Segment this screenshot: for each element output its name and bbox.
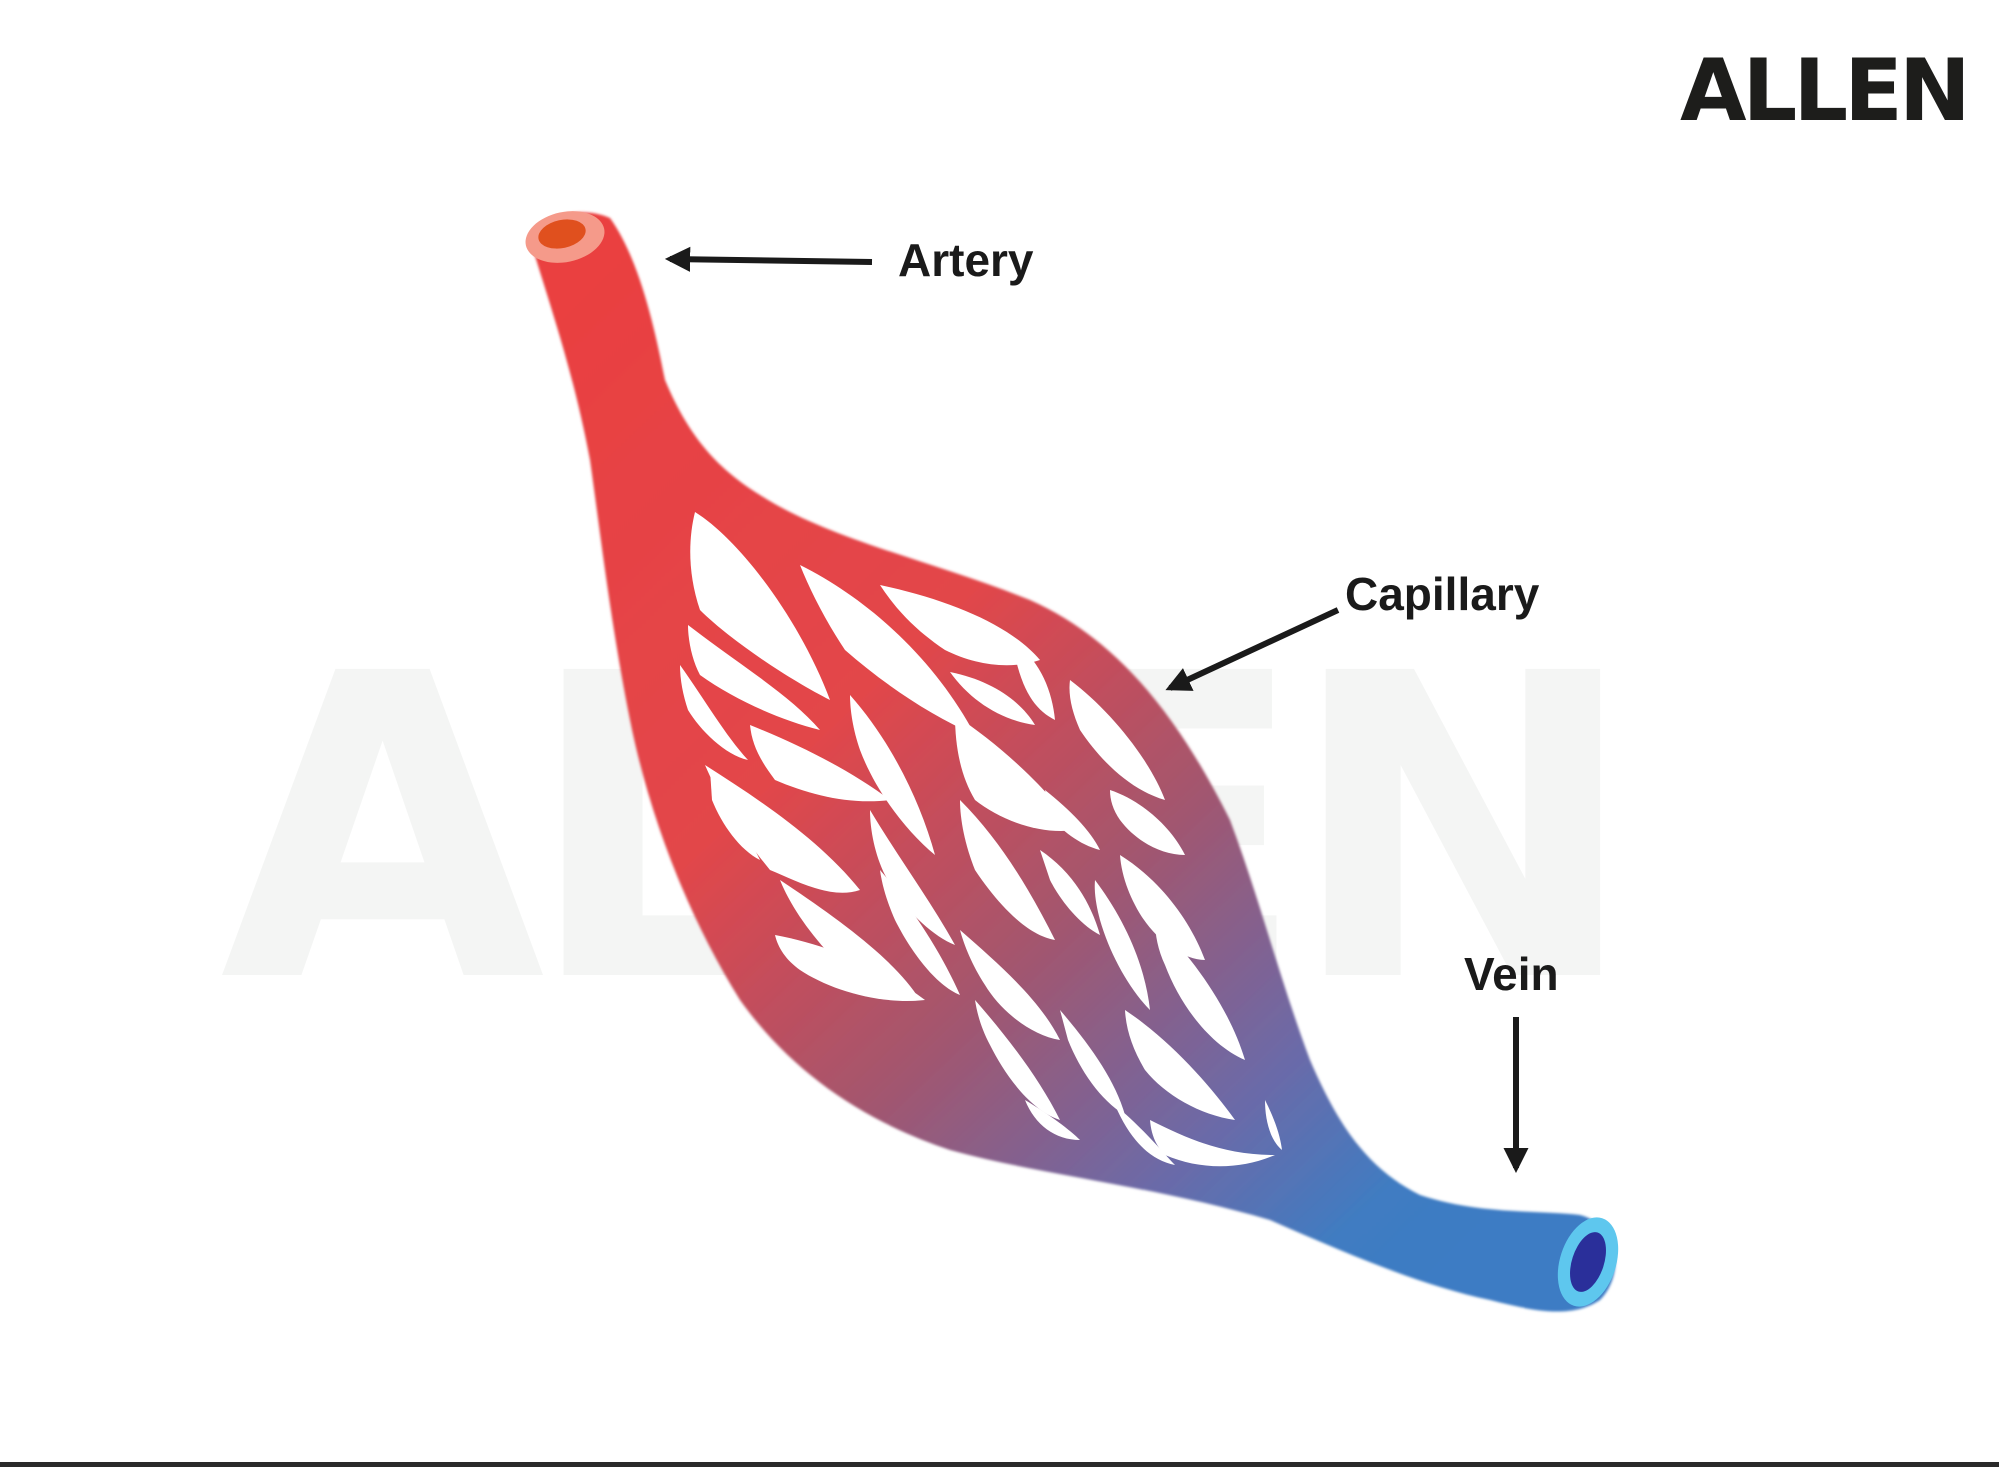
artery-lumen [538, 219, 586, 249]
vessel-body [530, 212, 1616, 1312]
capillary-arrow [1165, 607, 1340, 691]
artery-arrow [664, 246, 873, 272]
vein-lumen [1570, 1232, 1606, 1292]
vessel-network [525, 211, 1619, 1312]
artery-label: Artery [898, 234, 1034, 286]
brand-logo: ALLEN [1680, 41, 1967, 141]
capillary-gaps [680, 512, 1282, 1167]
vein-label: Vein [1464, 948, 1559, 1000]
bottom-border [0, 1462, 1999, 1467]
capillary-label: Capillary [1345, 568, 1540, 620]
